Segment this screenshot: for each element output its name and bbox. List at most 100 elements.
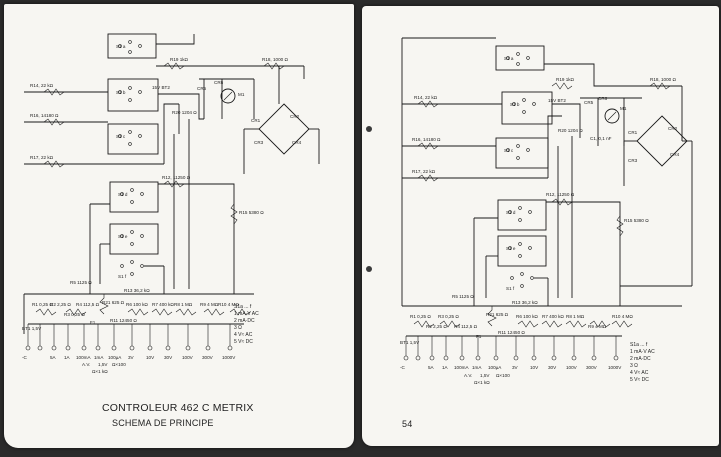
- right-wiring: [401, 37, 693, 307]
- terminal-note: Ω×100: [496, 373, 510, 378]
- label-r7: R7 400 kΩ: [542, 314, 564, 319]
- terminal-label: 100μA: [108, 355, 122, 360]
- label-r21: R21 625 Ω: [486, 312, 509, 317]
- label-cr4: CR4: [292, 140, 302, 145]
- switch-s1d-box: [497, 199, 547, 231]
- label-r2: R2 2,25 Ω: [426, 324, 447, 329]
- label-r20: R20 1204 Ω: [172, 110, 197, 115]
- label-r21: R21 625 Ω: [102, 300, 125, 305]
- label-r15: R15 5380 Ω: [239, 210, 264, 215]
- label-r13: R13 36,2 kΩ: [512, 300, 538, 305]
- terminal-label: 1A: [64, 355, 71, 360]
- meter-m1: [604, 108, 620, 124]
- label-r18: R18, 1000 Ω: [262, 57, 288, 62]
- label-s1a: S1 a: [116, 44, 126, 49]
- label-bt1: BT1 1,5V: [400, 340, 420, 345]
- terminal-labels: -C 5A 1A 100mA 1mA 100μA 3V 10V 30V 100V…: [400, 365, 622, 385]
- terminal-label: -C: [400, 365, 406, 370]
- label-cr1: CR1: [251, 118, 261, 123]
- terminal-labels: -C 5A 1A 100mA 1mA 100μA 3V 10V 30V 100V…: [22, 355, 236, 374]
- label-bt2: 15V BT2: [152, 85, 170, 90]
- label-s1c: S1 c: [504, 148, 514, 153]
- switch-s1a-box: [495, 45, 545, 71]
- label-r18: R18, 1000 Ω: [650, 77, 676, 82]
- legend-item: 1 mA·V AC: [630, 349, 655, 355]
- terminal-label: 30V: [164, 355, 173, 360]
- label-c1: C1, 0,1 nF: [590, 136, 612, 141]
- resistor-symbols: [35, 62, 285, 316]
- label-r6: R6 100 kΩ: [126, 302, 148, 307]
- label-r1: R1 0,25 Ω: [32, 302, 53, 307]
- terminal-label: 3V: [128, 355, 135, 360]
- label-s1b: S1 b: [116, 90, 126, 95]
- legend-item: 3 Ω: [630, 363, 638, 369]
- schematic-title: CONTROLEUR 462 C METRIX: [102, 402, 254, 414]
- terminal-circles: [403, 336, 619, 361]
- switch-s1e-box: [109, 223, 159, 255]
- terminal-label: 100V: [566, 365, 578, 370]
- terminal-label: 10V: [530, 365, 539, 370]
- label-r11: R11 12450 Ω: [498, 330, 525, 335]
- label-s1a: S1 a: [504, 56, 514, 61]
- legend-item: 3 Ω: [234, 325, 242, 331]
- label-cr2: CR2: [668, 126, 678, 131]
- label-s1e: S1 e: [506, 246, 516, 251]
- switch-s1a-box: [107, 33, 157, 59]
- right-page: R14, 22 kΩ R16, 14180 Ω R17, 22 kΩ R19 1…: [362, 6, 719, 446]
- switch-s1c-box: [495, 137, 549, 169]
- right-schematic: R14, 22 kΩ R16, 14180 Ω R17, 22 kΩ R19 1…: [400, 37, 693, 385]
- label-cr5: CR5: [584, 100, 594, 105]
- terminal-label: 30V: [548, 365, 557, 370]
- left-schematic: R14, 22 kΩ R16, 14180 Ω R17, 22 kΩ R19 1…: [22, 33, 320, 374]
- label-r16: R16, 14180 Ω: [30, 113, 59, 118]
- label-r9: R9 4 MΩ: [200, 302, 219, 307]
- terminal-label: 1000V: [222, 355, 236, 360]
- legend-item: 1 mA·V AC: [234, 311, 259, 317]
- label-r12: R12, 11250 Ω: [162, 175, 191, 180]
- meter-m1: [220, 88, 236, 104]
- terminal-label: 100mA: [454, 365, 469, 370]
- legend-item: 4 V≈ AC: [234, 332, 253, 338]
- label-r17: R17, 22 kΩ: [30, 155, 54, 160]
- label-cr6: CR6: [214, 80, 224, 85]
- label-r8: R8 1 MΩ: [174, 302, 193, 307]
- terminal-label: 300V: [202, 355, 214, 360]
- label-s1f: S1 f: [118, 274, 127, 279]
- label-r8: R8 1 MΩ: [566, 314, 585, 319]
- label-r14: R14, 22 kΩ: [414, 95, 438, 100]
- label-cr5: CR5: [197, 86, 207, 91]
- label-r12: R12, 11250 Ω: [546, 192, 575, 197]
- label-r3: R3 0,25 Ω: [438, 314, 459, 319]
- terminal-label: 300V: [586, 365, 598, 370]
- label-f1: F1: [476, 334, 482, 339]
- legend-title: S1a ... f: [630, 342, 648, 348]
- label-r19: R19 1kΩ: [556, 77, 575, 82]
- label-s1b: S1 b: [510, 102, 520, 107]
- left-page: R14, 22 kΩ R16, 14180 Ω R17, 22 kΩ R19 1…: [4, 4, 354, 448]
- legend-item: 4 V≈ AC: [630, 370, 649, 376]
- label-bt1: BT1 1,5V: [22, 326, 42, 331]
- label-s1f: S1 f: [506, 286, 515, 291]
- switch-legend: S1a ... f 1 mA·V AC 2 mA·DC 3 Ω 4 V≈ AC …: [630, 342, 655, 384]
- label-r10: R10 4 MΩ: [218, 302, 239, 307]
- label-r11: R11 12450 Ω: [110, 318, 137, 323]
- label-cr6: CR6: [598, 96, 608, 101]
- terminal-note: A.V.: [82, 362, 90, 367]
- switch-s1f: [120, 260, 144, 276]
- label-r17: R17, 22 kΩ: [412, 169, 436, 174]
- label-cr1: CR1: [628, 130, 638, 135]
- label-r3: R3 0,25 Ω: [64, 312, 85, 317]
- label-r16: R16, 14180 Ω: [412, 137, 441, 142]
- terminal-label: 1mA: [472, 365, 482, 370]
- switch-s1e-box: [497, 235, 547, 267]
- terminal-note: A.V.: [464, 373, 472, 378]
- terminal-label: 1A: [442, 365, 449, 370]
- terminal-circles: [25, 324, 233, 351]
- terminal-label: 5A: [428, 365, 435, 370]
- label-r5: R5 1125 Ω: [70, 280, 92, 285]
- switch-s1b-box: [107, 78, 159, 112]
- terminal-note: Ω×1 kΩ: [474, 380, 490, 385]
- terminal-label: 3V: [512, 365, 519, 370]
- switch-legend: S1a ... f 1 mA·V AC 2 mA·DC 3 Ω 4 V≈ AC …: [234, 304, 259, 346]
- label-bt2: 15V BT2: [548, 98, 566, 103]
